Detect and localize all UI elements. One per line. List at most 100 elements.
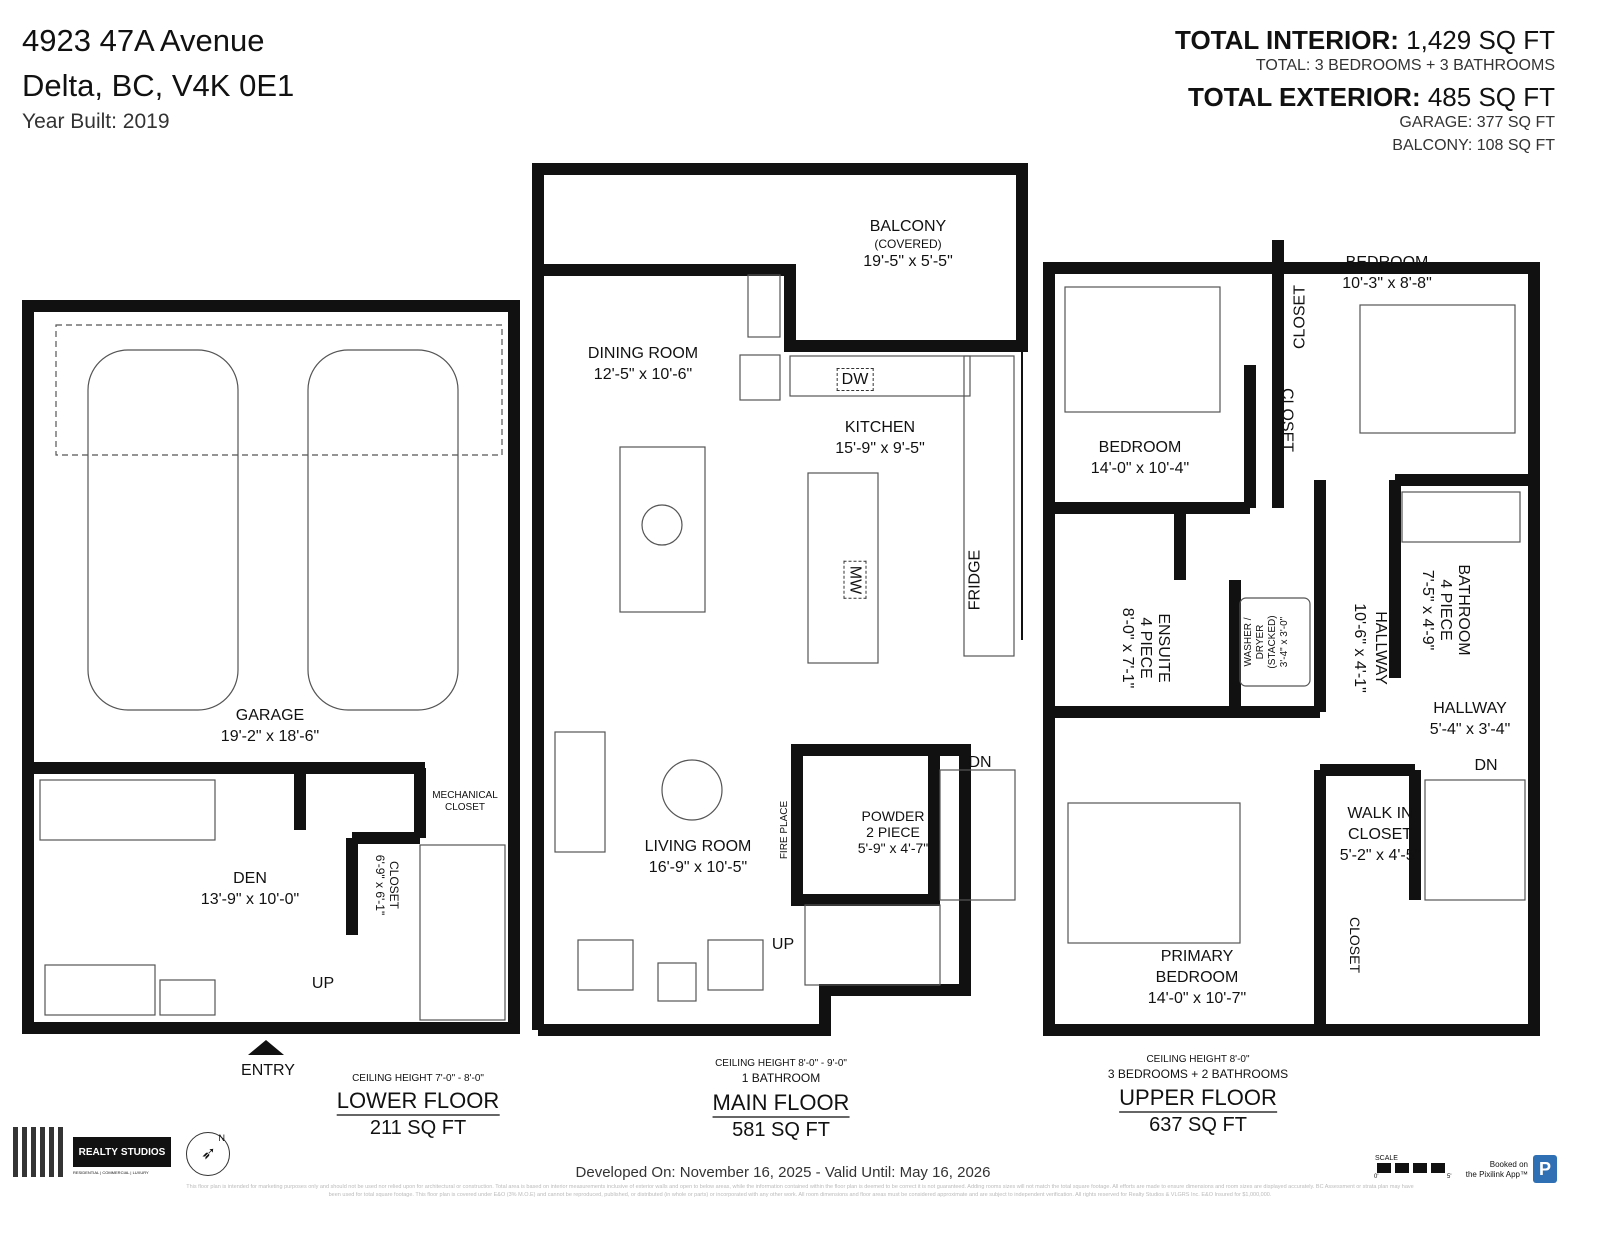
ceiling-height: CEILING HEIGHT 7'-0" - 8'-0"	[352, 1073, 484, 1084]
total-interior-value: 1,429 SQ FT	[1406, 25, 1555, 55]
stairs-up-label: UP	[311, 975, 335, 992]
floor-name-main: MAIN FLOOR	[712, 1090, 850, 1118]
room-size: 3'-4" x 3'-0"	[1279, 616, 1290, 668]
logo-text: REALTY	[78, 1146, 118, 1158]
room-size: 8'-0" x 7'-1"	[1119, 607, 1136, 689]
booked-line: the Pixilink App™	[1465, 1170, 1528, 1179]
floor-name-upper: UPPER FLOOR	[1119, 1085, 1277, 1113]
room-name: DINING ROOM	[587, 345, 699, 362]
room-size: 10'-3" x 8'-8"	[1342, 275, 1432, 292]
room-name: ENSUITE	[1155, 613, 1172, 683]
room-size: 12'-5" x 10'-6"	[593, 366, 693, 383]
entry-label[interactable]: ENTRY	[241, 1062, 295, 1079]
kitchen-island	[807, 472, 879, 664]
room-name: POWDER	[861, 808, 925, 824]
total-exterior: TOTAL EXTERIOR: 485 SQ FT	[1188, 82, 1555, 113]
room-note: 4 PIECE	[1437, 579, 1454, 641]
total-exterior-label: TOTAL EXTERIOR:	[1188, 82, 1421, 112]
room-size: 10'-6" x 4'-1"	[1351, 603, 1368, 693]
room-name: PRIMARY	[1160, 948, 1234, 965]
car-1	[87, 349, 239, 711]
room-name: BEDROOM	[1098, 439, 1182, 456]
floor-name-lower: LOWER FLOOR	[336, 1088, 500, 1116]
room-dining: DINING ROOM 12'-5" x 10'-6"	[588, 343, 698, 385]
room-note: (COVERED)	[874, 237, 942, 251]
total-interior-label: TOTAL INTERIOR:	[1175, 25, 1399, 55]
room-size: 16'-9" x 10'-5"	[648, 859, 748, 876]
bathroom-count: 1 BATHROOM	[741, 1071, 821, 1085]
year-built: Year Built: 2019	[22, 110, 170, 133]
ceiling-height: CEILING HEIGHT 8'-0" - 9'-0"	[715, 1058, 847, 1069]
compass-north: N	[218, 1133, 226, 1143]
bed-2	[1359, 304, 1516, 434]
bathtub	[1401, 491, 1521, 543]
lower-floor-outline	[22, 300, 520, 1034]
room-note: 2 PIECE	[866, 824, 920, 840]
room-name: KITCHEN	[844, 419, 916, 436]
validity-dates: Developed On: November 16, 2025 - Valid …	[575, 1164, 991, 1181]
qr-code[interactable]	[13, 1127, 63, 1177]
room-size: 5'-9" x 4'-7"	[857, 840, 929, 856]
room-name: GARAGE	[235, 707, 305, 724]
disclaimer-line: been used for total square footage. This…	[328, 1192, 1272, 1198]
room-size: 19'-5" x 5'-5"	[863, 253, 953, 270]
stairs-upper	[1424, 779, 1526, 901]
room-living: LIVING ROOM 16'-9" x 10'-5"	[645, 836, 752, 878]
room-name: HALLWAY	[1372, 611, 1389, 685]
garage-area: GARAGE: 377 SQ FT	[1399, 114, 1555, 131]
stairs-lower	[419, 844, 506, 1021]
room-note: 4 PIECE	[1137, 617, 1154, 679]
pixilink-app-badge[interactable]: P	[1533, 1155, 1557, 1183]
total-exterior-value: 485 SQ FT	[1427, 82, 1555, 112]
room-name: BEDROOM	[1345, 254, 1429, 271]
room-name: BALCONY	[869, 218, 947, 235]
room-name: BEDROOM	[1155, 969, 1239, 986]
room-name: HALLWAY	[1433, 700, 1507, 717]
pixilink-text: Booked on the Pixilink App™	[1455, 1160, 1528, 1180]
floor-area-lower: 211 SQ FT	[369, 1117, 467, 1139]
address-line-1: 4923 47A Avenue	[22, 23, 265, 58]
booked-line: Booked on	[1489, 1160, 1528, 1169]
upper-floor-outline	[1043, 262, 1540, 1036]
fixtures	[39, 274, 1526, 1021]
room-name: WALK IN	[1347, 805, 1413, 822]
entry-arrow	[248, 1040, 284, 1055]
room-name: LIVING ROOM	[644, 838, 752, 855]
scale-label: SCALE	[1375, 1155, 1398, 1162]
room-size: 7'-5" x 4'-9"	[1419, 569, 1436, 651]
fridge: FRIDGE	[966, 549, 984, 611]
room-primary-bedroom: PRIMARY BEDROOM 14'-0" x 10'-7"	[1148, 946, 1246, 1009]
compass-icon: N ➶	[186, 1132, 230, 1176]
primary-bed	[1067, 802, 1241, 944]
dishwasher: DW	[836, 368, 874, 391]
room-closet-2: CLOSET	[1278, 387, 1296, 453]
room-closet-3: CLOSET	[1347, 916, 1363, 974]
address-line-2: Delta, BC, V4K 0E1	[22, 68, 295, 103]
floor-area-upper: 637 SQ FT	[1149, 1114, 1247, 1136]
room-size: 14'-0" x 10'-7"	[1147, 990, 1247, 1007]
microwave: MW	[843, 560, 867, 600]
room-size: 5'-4" x 3'-4"	[1429, 721, 1511, 738]
total-interior: TOTAL INTERIOR: 1,429 SQ FT	[1175, 25, 1555, 56]
balcony-area: BALCONY: 108 SQ FT	[1392, 137, 1555, 154]
room-size: 19'-2" x 18'-6"	[220, 728, 320, 745]
room-name: WASHER /	[1243, 617, 1254, 667]
room-balcony: BALCONY (COVERED) 19'-5" x 5'-5"	[863, 216, 953, 272]
bed-1	[1064, 286, 1221, 413]
scale-max: 5'	[1447, 1174, 1452, 1180]
floor-area-main: 581 SQ FT	[732, 1119, 830, 1141]
stairs-main	[939, 769, 1016, 901]
dining-table	[619, 446, 706, 613]
total-rooms: TOTAL: 3 BEDROOMS + 3 BATHROOMS	[1255, 57, 1555, 74]
room-hallway-2: HALLWAY 5'-4" x 3'-4"	[1430, 698, 1511, 740]
